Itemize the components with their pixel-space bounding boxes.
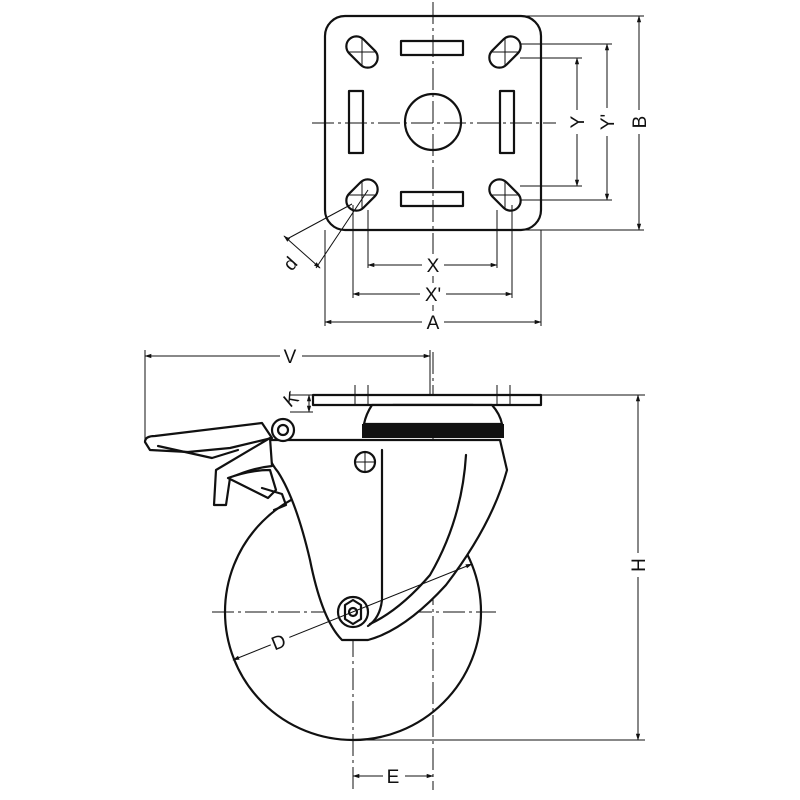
dimension-y: Y — [566, 57, 589, 187]
plate-center-hole — [403, 92, 463, 152]
slot-bottom — [399, 190, 465, 208]
bolt-slot-bottom-left — [345, 178, 379, 212]
top-plate-view: X X' A Y Y' B — [280, 2, 651, 334]
dimension-v: V — [144, 345, 431, 368]
label-h: H — [629, 558, 650, 572]
dimension-e: E — [352, 765, 434, 788]
label-x-prime: X' — [425, 285, 441, 306]
fork — [266, 438, 509, 642]
label-x: X — [427, 256, 440, 277]
dimension-x-prime: X' — [352, 283, 513, 306]
dimension-y-prime: Y' — [596, 43, 619, 201]
dimension-diameter: D — [232, 563, 473, 661]
label-e: E — [387, 767, 400, 788]
label-y: Y — [568, 115, 589, 128]
label-y-prime: Y' — [598, 114, 619, 130]
label-v: V — [284, 347, 297, 368]
label-d: d — [280, 253, 303, 275]
bolt-slot-top-right — [488, 35, 522, 69]
dimension-h: H — [627, 394, 650, 741]
bolt-slot-top-left — [345, 35, 379, 69]
label-a: A — [427, 313, 440, 334]
dimension-x: X — [367, 254, 498, 277]
slot-top — [399, 39, 465, 57]
swivel-ring — [362, 424, 504, 438]
bolt-slot-bottom-right — [488, 178, 522, 212]
brake-lever — [143, 417, 296, 512]
dimension-k: K — [280, 387, 312, 413]
top-plate-side — [311, 393, 543, 407]
label-k: K — [280, 387, 303, 411]
dimension-d: d — [280, 189, 369, 275]
dimension-a: A — [324, 311, 542, 334]
fork-bolt — [353, 450, 377, 474]
dimension-b: B — [628, 15, 651, 231]
side-view: D V K H E — [143, 345, 650, 790]
slot-left — [347, 89, 365, 155]
slot-right — [498, 89, 516, 155]
label-b: B — [630, 116, 651, 129]
swivel-bearing — [362, 403, 504, 426]
